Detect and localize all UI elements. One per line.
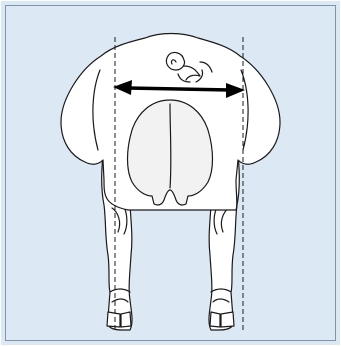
left-hoof xyxy=(107,312,131,327)
right-hoof xyxy=(210,312,234,327)
